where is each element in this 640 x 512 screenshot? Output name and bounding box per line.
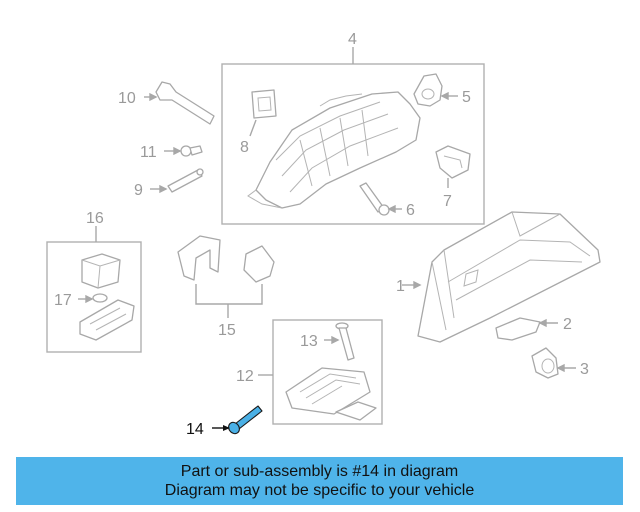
latch-part xyxy=(495,317,541,341)
callout-6[interactable]: 6 xyxy=(406,202,415,219)
assembly-16-frame xyxy=(46,241,142,353)
callout-1[interactable]: 1 xyxy=(396,278,405,295)
tray-lid-part xyxy=(335,401,377,421)
parts-diagram: 4 5 6 7 8 10 xyxy=(46,31,601,438)
bolt-13-part xyxy=(335,322,355,361)
latch-cover-part xyxy=(435,145,471,179)
callout-13[interactable]: 13 xyxy=(300,333,318,350)
lamp-lens-part xyxy=(79,299,135,341)
callout-12[interactable]: 12 xyxy=(236,368,254,385)
small-bracket-part xyxy=(251,89,277,119)
callout-11[interactable]: 11 xyxy=(140,144,157,161)
callout-2[interactable]: 2 xyxy=(563,316,572,333)
callout-4[interactable]: 4 xyxy=(348,31,357,48)
callout-10[interactable]: 10 xyxy=(118,90,136,107)
bracket-15a-part xyxy=(177,235,221,281)
lamp-bulb-part xyxy=(92,293,108,303)
callout-15[interactable]: 15 xyxy=(218,322,236,339)
bracket-15b-part xyxy=(243,245,275,283)
callout-5[interactable]: 5 xyxy=(462,89,471,106)
rod-part xyxy=(167,168,204,193)
callout-14[interactable]: 14 xyxy=(186,421,204,438)
assembly-12-frame xyxy=(272,319,383,425)
glove-box-housing-part xyxy=(247,91,421,209)
callout-7[interactable]: 7 xyxy=(443,193,452,210)
banner-line-1: Part or sub-assembly is #14 in diagram xyxy=(180,463,459,480)
knob-part xyxy=(531,347,559,379)
callout-17[interactable]: 17 xyxy=(54,292,72,309)
banner-line-2: Diagram may not be specific to your vehi… xyxy=(164,482,475,499)
hinge-bracket-part xyxy=(413,73,443,107)
glove-box-door-part xyxy=(417,211,601,343)
damper-part xyxy=(359,182,390,216)
screw-14-highlighted-part[interactable] xyxy=(226,405,263,436)
info-banner: Part or sub-assembly is #14 in diagram D… xyxy=(16,457,623,505)
storage-tray-part xyxy=(285,367,371,415)
lamp-housing-part xyxy=(81,253,121,289)
callout-3[interactable]: 3 xyxy=(580,361,589,378)
long-bracket-part xyxy=(155,81,215,125)
callout-8[interactable]: 8 xyxy=(240,139,249,156)
callout-9[interactable]: 9 xyxy=(134,182,143,199)
clip-part xyxy=(180,145,203,157)
callout-16[interactable]: 16 xyxy=(86,210,104,227)
